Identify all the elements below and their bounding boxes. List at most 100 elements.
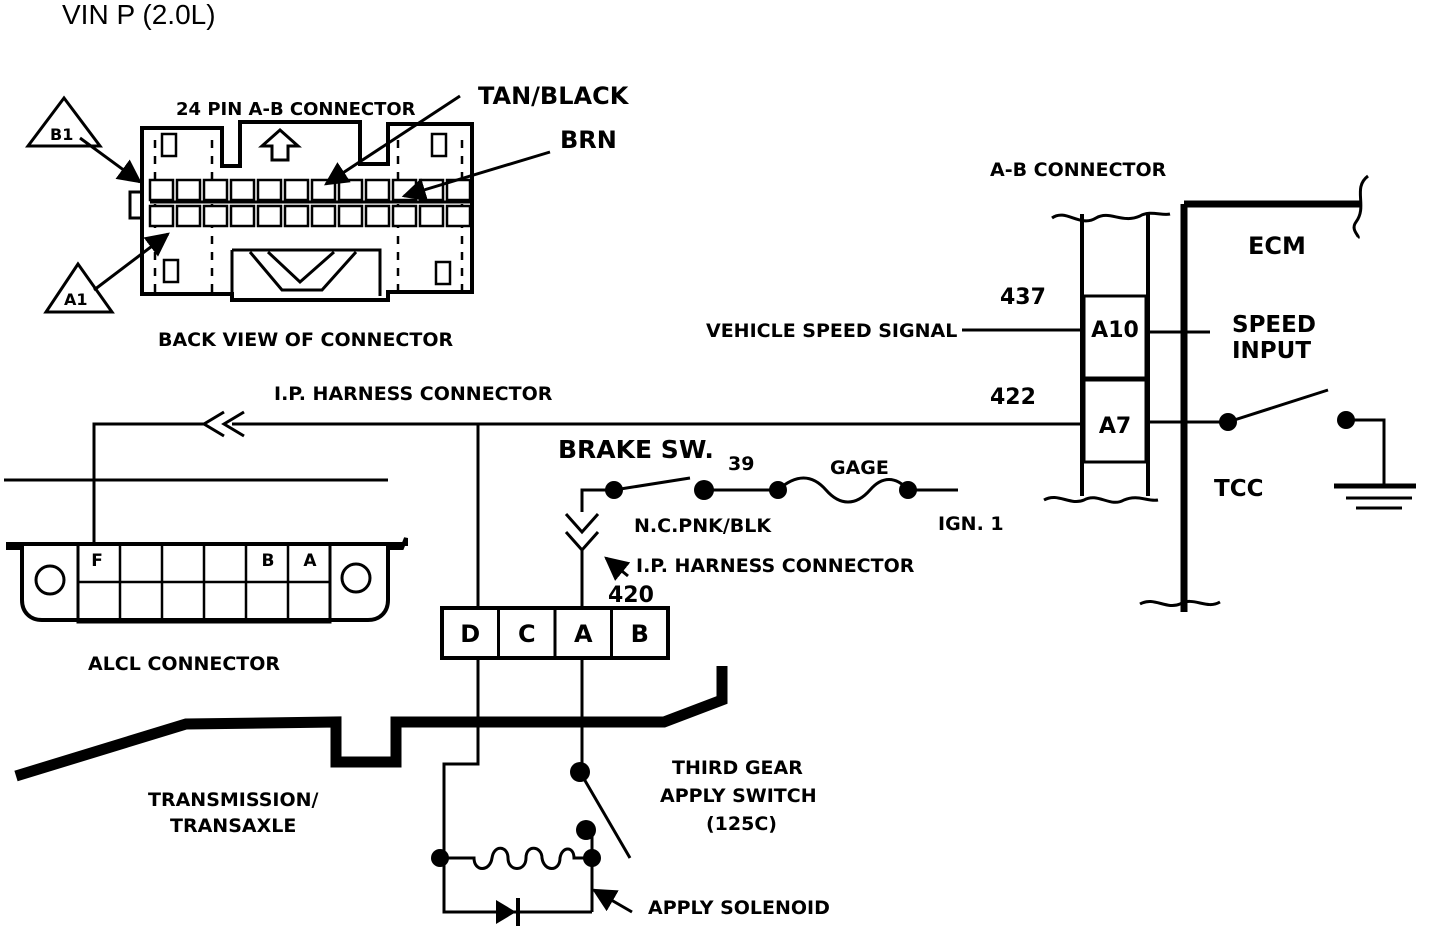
speed-input-line2: INPUT [1232, 338, 1311, 364]
circuit-422-label: 422 [990, 385, 1036, 410]
a1-tag-label: A1 [64, 290, 88, 309]
alcl-pin-a: A [303, 551, 317, 571]
pin-a7-label: A7 [1099, 414, 1131, 439]
third-gear-line3: (125C) [706, 813, 777, 835]
ab-connector-title: A-B CONNECTOR [990, 159, 1167, 181]
gage-fuse-element [777, 476, 910, 504]
pin-cavity [202, 178, 229, 202]
alcl-pin-f: F [91, 551, 103, 571]
tcc-label: TCC [1214, 476, 1263, 502]
ab-pinout-caption: BACK VIEW OF CONNECTOR [158, 329, 453, 351]
pin-a10-label: A10 [1091, 318, 1139, 343]
pin-cavity [283, 178, 310, 202]
tan-black-pointer-arrow [323, 94, 461, 186]
pinout-key-funnel [230, 248, 382, 296]
solenoid-diode [496, 900, 516, 924]
pin-cavity [175, 204, 202, 228]
a1-pointer-arrow [93, 232, 170, 292]
pinout-latch-tab [128, 190, 144, 220]
ecm-title: ECM [1248, 232, 1306, 260]
pin-cavity [445, 204, 472, 228]
ecm-block: ECM SPEED INPUT TCC [1139, 174, 1416, 612]
brake-switch-left-wire [580, 488, 614, 512]
transmission-case-outline [14, 666, 728, 782]
pin-cavity [364, 204, 391, 228]
trans-pin-a: A [574, 620, 593, 648]
ab-connector: A-B CONNECTOR A10 A7 [990, 159, 1171, 504]
trans-pin-c: C [518, 620, 536, 648]
pin-a7-box [1082, 378, 1148, 464]
gage-label: GAGE [830, 457, 889, 479]
circuit-437-label: 437 [1000, 285, 1046, 310]
pin-cavity [256, 178, 283, 202]
trans-pin-d: D [460, 620, 480, 648]
b1-tag-triangle [25, 95, 103, 148]
ecm-top-break [1352, 174, 1370, 240]
ip-harness-lower-arrow [604, 556, 631, 581]
wire-tan-black-label: TAN/BLACK [478, 82, 630, 110]
third-gear-line1: THIRD GEAR [672, 757, 803, 779]
apply-solenoid-label: APPLY SOLENOID [648, 897, 830, 919]
ground-symbol-icon [1334, 483, 1416, 510]
alcl-pin-cells [78, 544, 330, 622]
alcl-outer-shell [6, 537, 408, 622]
pin-cavity [148, 204, 175, 228]
wire-brn-label: BRN [560, 126, 617, 154]
circuit-39-label: 39 [728, 453, 754, 475]
pin-cavity [337, 178, 364, 202]
page-title: VIN P (2.0L) [62, 0, 216, 30]
tcc-ground-lead [1346, 418, 1386, 484]
ip-harness-top-label: I.P. HARNESS CONNECTOR [274, 383, 553, 405]
circuit-420-label: 420 [608, 583, 654, 608]
pin-cavity [256, 204, 283, 228]
pin-cavity [229, 204, 256, 228]
pin-a10-box [1082, 294, 1148, 380]
speed-input-line1: SPEED [1232, 312, 1316, 338]
pinout-outer-shell [140, 120, 474, 302]
pin-cavity [391, 204, 418, 228]
ip-harness-lower-label: I.P. HARNESS CONNECTOR [636, 555, 915, 577]
nc-pnk-blk-label: N.C.PNK/BLK [634, 515, 772, 537]
alcl-pin-b: B [262, 551, 275, 571]
vehicle-speed-signal-label: VEHICLE SPEED SIGNAL [706, 320, 957, 342]
pin-cavity [229, 178, 256, 202]
trans-pin-b: B [631, 620, 649, 648]
brn-pointer-arrow [401, 150, 551, 202]
brake-switch-blade [613, 476, 691, 492]
ecm-bottom-break [1139, 599, 1221, 607]
pin-cavity [310, 178, 337, 202]
pin-cavity [364, 178, 391, 202]
ab-connector-bottom-break [1043, 495, 1159, 504]
alcl-mount-hole-right [340, 562, 372, 594]
wire-422-to-alcl [92, 422, 204, 544]
pin-cavity [337, 204, 364, 228]
third-gear-line2: APPLY SWITCH [660, 785, 817, 807]
apply-solenoid-arrow [591, 888, 633, 914]
ab-pinout-title: 24 PIN A-B CONNECTOR [176, 99, 416, 120]
tcc-switch-blade [1227, 388, 1329, 424]
wire-d-to-solenoid [442, 658, 592, 914]
b1-pointer-arrow [79, 136, 142, 184]
alcl-mount-hole-left [34, 564, 66, 596]
transmission-label-line1: TRANSMISSION/ [148, 789, 318, 811]
pin-cavity [418, 204, 445, 228]
pin-cavity [202, 204, 229, 228]
alcl-caption: ALCL CONNECTOR [88, 653, 280, 675]
solenoid-coil [440, 846, 592, 870]
pin-cavity [283, 204, 310, 228]
pin-grid [148, 178, 472, 228]
b1-tag-label: B1 [50, 125, 73, 144]
ab-pinout-diagram: 24 PIN A-B CONNECTOR BACK VIEW OF CONNEC… [25, 82, 630, 351]
ign1-label: IGN. 1 [938, 513, 1004, 535]
pin-cavity [148, 178, 175, 202]
pin-cavity [310, 204, 337, 228]
ab-connector-top-break [1051, 211, 1171, 223]
pin-cavity [175, 178, 202, 202]
brake-switch-title: BRAKE SW. [558, 435, 714, 464]
ip-harness-lower-connector-icon [564, 513, 600, 553]
transmission-label-line2: TRANSAXLE [170, 815, 296, 837]
third-gear-switch-blade [578, 771, 632, 859]
